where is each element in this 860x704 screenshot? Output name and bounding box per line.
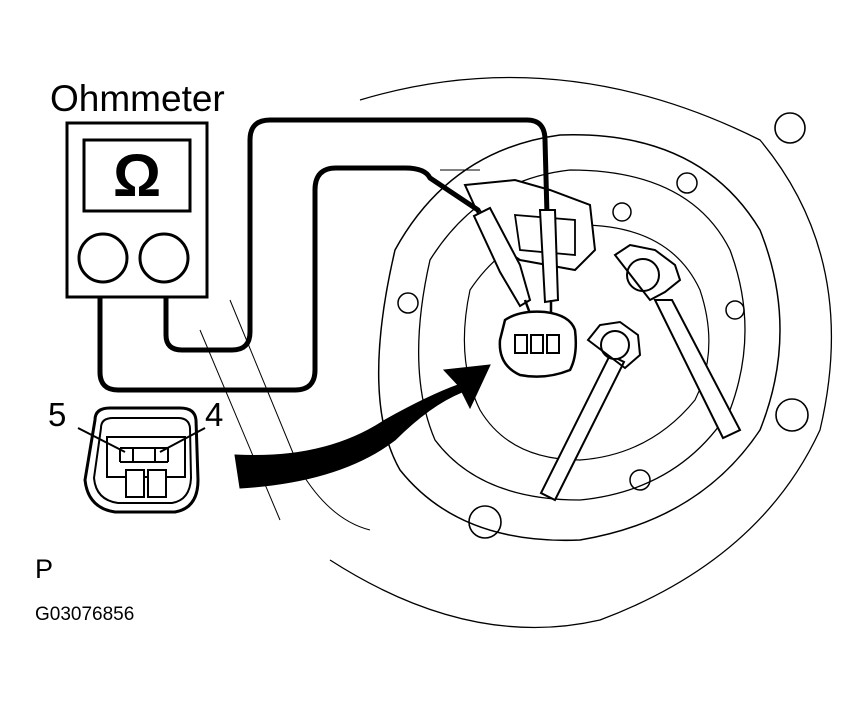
ohmmeter-jack-right [138, 232, 190, 284]
flange-outer-ring [377, 134, 781, 542]
flange-bolt [775, 398, 809, 432]
flange-bolt [725, 300, 745, 320]
view-code-label: P [35, 554, 54, 584]
test-leads [97, 117, 550, 393]
figure-code-label: G03076856 [35, 604, 135, 625]
fuel-hose-left [539, 353, 626, 502]
flange-bolt [774, 112, 806, 144]
fuel-hoses [539, 243, 742, 502]
connector-face-inner [92, 417, 193, 504]
connector-terminal [514, 334, 528, 354]
ohmmeter-jack-left [77, 232, 129, 284]
pin4-leader [159, 427, 206, 453]
ohmmeter-label: Ohmmeter [50, 78, 225, 119]
pin-4-label: 4 [205, 396, 224, 433]
pointer-arrow [234, 364, 491, 489]
connector-face-detail [77, 406, 206, 514]
tank-outline [329, 76, 833, 629]
flange-bolt [612, 202, 632, 222]
flange-bolt [629, 469, 651, 491]
probe-left [472, 206, 532, 308]
pump-connector [498, 310, 578, 378]
ohmmeter [65, 121, 209, 299]
pin5-leader [77, 427, 126, 453]
connector-terminal [530, 334, 544, 354]
pin-5-label: 5 [48, 396, 67, 433]
test-lead-a [163, 117, 550, 353]
flange-bolt [676, 172, 698, 194]
ohmmeter-display [82, 138, 192, 213]
flange-bolt [397, 292, 419, 314]
flange-bolt [468, 505, 502, 539]
connector-face-outer [83, 406, 200, 514]
connector-terminal [546, 334, 560, 354]
omega-symbol: Ω [113, 142, 161, 209]
probe-right [538, 209, 560, 304]
test-lead-b [97, 165, 481, 393]
hose-fitting [600, 330, 630, 360]
fuel-hose-right [653, 299, 742, 440]
test-probes [472, 206, 560, 336]
